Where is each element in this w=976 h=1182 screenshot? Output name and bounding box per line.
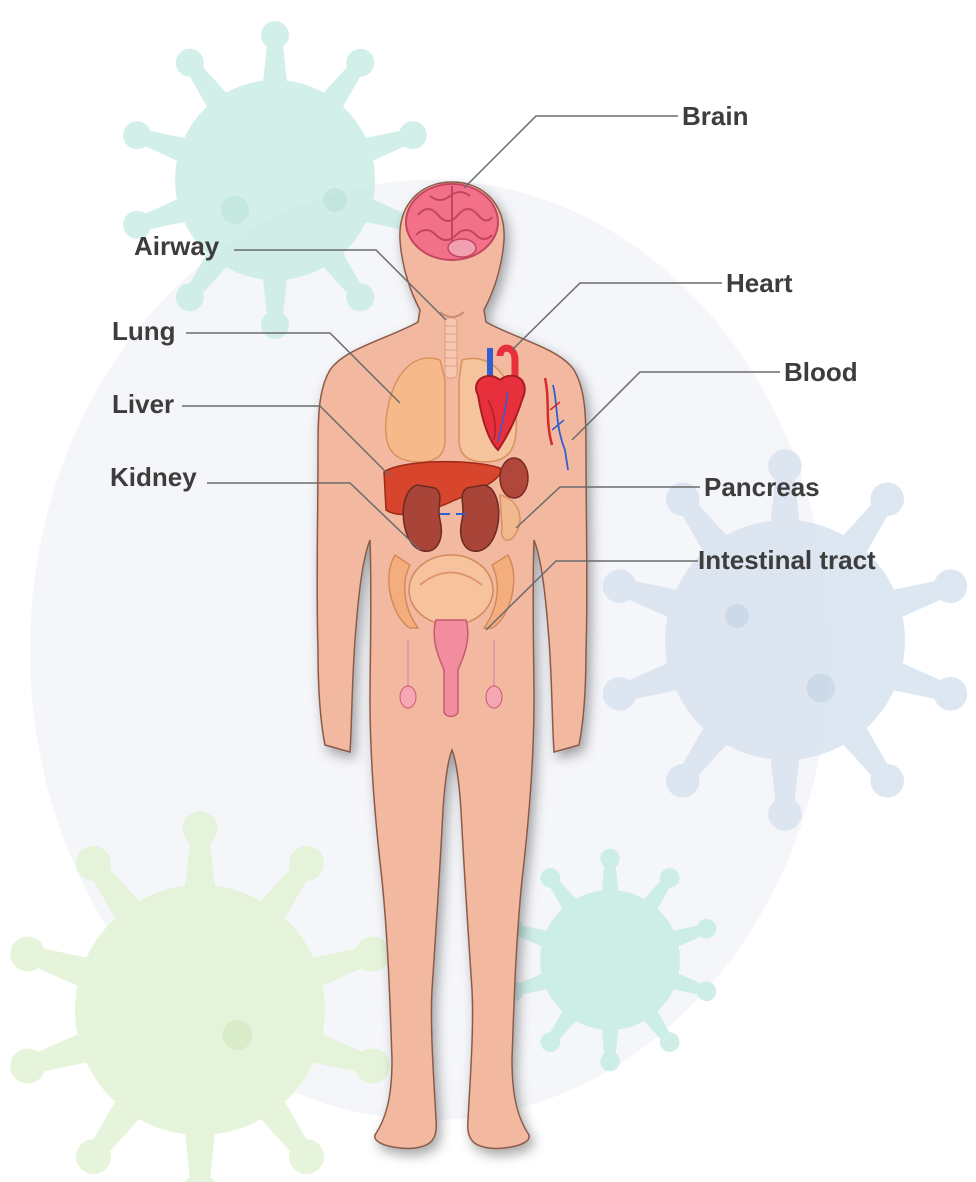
label-heart: Heart bbox=[726, 268, 793, 298]
blood-vessels bbox=[543, 377, 569, 471]
leader-line-pancreas bbox=[515, 486, 700, 529]
label-airway: Airway bbox=[134, 231, 220, 261]
label-brain: Brain bbox=[682, 101, 748, 131]
leader-line-intestinal bbox=[485, 560, 698, 631]
leader-line-blood bbox=[571, 371, 780, 441]
kidney-organ bbox=[402, 484, 500, 552]
stomach-organ bbox=[499, 457, 529, 499]
label-blood: Blood bbox=[784, 357, 858, 387]
leader-lines bbox=[182, 115, 780, 631]
label-intestinal-tract: Intestinal tract bbox=[698, 545, 876, 575]
label-pancreas: Pancreas bbox=[704, 472, 820, 502]
leader-line-brain bbox=[463, 115, 678, 189]
leader-line-liver bbox=[182, 405, 391, 477]
label-lung: Lung bbox=[112, 316, 176, 346]
heart-organ bbox=[475, 344, 526, 452]
leader-line-kidney bbox=[207, 482, 421, 551]
label-kidney: Kidney bbox=[110, 462, 197, 492]
leader-line-heart bbox=[511, 282, 722, 351]
airway-organ bbox=[444, 317, 458, 379]
brain-organ bbox=[405, 183, 499, 261]
virus-icon-right bbox=[598, 449, 972, 831]
leader-line-airway bbox=[234, 249, 447, 321]
bladder-organ bbox=[399, 619, 503, 718]
pancreas-organ bbox=[499, 494, 521, 542]
virus-icon-bottom-left bbox=[5, 811, 395, 1182]
label-liver: Liver bbox=[112, 389, 174, 419]
leader-line-lung bbox=[186, 332, 401, 404]
virus-icon-top-left bbox=[119, 21, 431, 339]
